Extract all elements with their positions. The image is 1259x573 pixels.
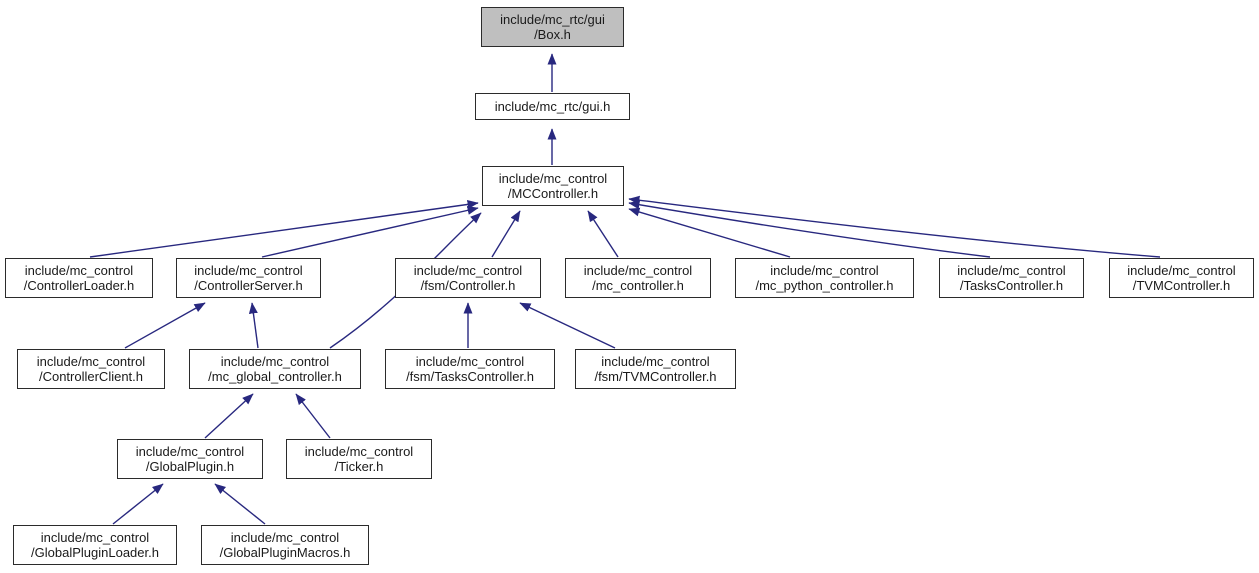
- edge-controllerserver-to-mccontroller: [261, 205, 479, 258]
- graph-node-label-line2: /ControllerLoader.h: [23, 278, 135, 293]
- edge-fsmtvm-to-fsmcontroller: [519, 302, 616, 349]
- graph-node-fsmtvmcontroller[interactable]: include/mc_control/fsm/TVMController.h: [575, 349, 736, 389]
- graph-node-controllerclient[interactable]: include/mc_control/ControllerClient.h: [17, 349, 165, 389]
- graph-node-label-line2: /fsm/TasksController.h: [406, 369, 534, 384]
- graph-node-label-line1: include/mc_control: [36, 354, 146, 369]
- edge-ticker-to-mcglobal: [295, 393, 331, 439]
- edge-globalpluginmacros-to-plugin: [214, 483, 266, 525]
- graph-node-label-line1: include/mc_rtc/gui.h: [494, 99, 611, 114]
- graph-node-label-line1: include/mc_control: [413, 263, 523, 278]
- graph-node-label-line1: include/mc_control: [230, 530, 340, 545]
- graph-node-mccontroller[interactable]: include/mc_control/MCController.h: [482, 166, 624, 206]
- graph-node-mc_python_controller[interactable]: include/mc_control/mc_python_controller.…: [735, 258, 914, 298]
- graph-node-label-line1: include/mc_control: [957, 263, 1066, 278]
- graph-node-label-line1: include/mc_control: [1127, 263, 1236, 278]
- graph-node-fsmcontroller[interactable]: include/mc_control/fsm/Controller.h: [395, 258, 541, 298]
- graph-node-label-line2: /ControllerServer.h: [194, 278, 303, 293]
- graph-node-label-line1: include/mc_control: [24, 263, 134, 278]
- graph-node-label-line2: /TasksController.h: [959, 278, 1064, 293]
- graph-node-label-line1: include/mc_control: [415, 354, 525, 369]
- graph-node-label-line1: include/mc_control: [583, 263, 693, 278]
- graph-node-label-line1: include/mc_control: [194, 263, 303, 278]
- graph-node-label-line2: /fsm/Controller.h: [420, 278, 516, 293]
- graph-node-label-line2: /GlobalPluginMacros.h: [219, 545, 351, 560]
- graph-node-taskscontroller[interactable]: include/mc_control/TasksController.h: [939, 258, 1084, 298]
- edge-globalpluginloader-to-plugin: [112, 483, 164, 525]
- graph-node-label-line1: include/mc_control: [601, 354, 710, 369]
- graph-node-label-line1: include/mc_rtc/gui: [500, 12, 605, 27]
- edge-controllerloader-to-mccontroller: [89, 200, 479, 258]
- graph-node-label-line2: /GlobalPluginLoader.h: [31, 545, 159, 560]
- graph-node-label-line1: include/mc_control: [135, 444, 245, 459]
- graph-node-globalpluginmacros[interactable]: include/mc_control/GlobalPluginMacros.h: [201, 525, 369, 565]
- graph-node-label-line2: /TVMController.h: [1132, 278, 1231, 293]
- edge-fsmcontroller-to-mccontroller: [491, 210, 521, 258]
- graph-node-ticker[interactable]: include/mc_control/Ticker.h: [286, 439, 432, 479]
- graph-node-label-line1: include/mc_control: [498, 171, 608, 186]
- edge-tasks-to-mccontroller: [628, 200, 991, 258]
- graph-node-controllerserver[interactable]: include/mc_control/ControllerServer.h: [176, 258, 321, 298]
- graph-node-label-line2: /Box.h: [534, 27, 571, 42]
- graph-node-label-line2: /ControllerClient.h: [38, 369, 144, 384]
- edge-globalplugin-to-mcglobal: [204, 393, 254, 439]
- graph-node-label-line2: /fsm/TVMController.h: [594, 369, 717, 384]
- edge-controllerclient-to-server: [124, 302, 206, 349]
- graph-node-label-line2: /mc_python_controller.h: [755, 278, 894, 293]
- graph-node-label-line1: include/mc_control: [40, 530, 150, 545]
- graph-node-label-line2: /MCController.h: [507, 186, 599, 201]
- graph-node-globalplugin[interactable]: include/mc_control/GlobalPlugin.h: [117, 439, 263, 479]
- graph-node-mc_global_controller[interactable]: include/mc_control/mc_global_controller.…: [189, 349, 361, 389]
- edge-mccontrollerh-to-mccontroller: [587, 210, 619, 258]
- graph-node-mc_controller[interactable]: include/mc_control/mc_controller.h: [565, 258, 711, 298]
- graph-node-label-line1: include/mc_control: [220, 354, 330, 369]
- graph-node-gui[interactable]: include/mc_rtc/gui.h: [475, 93, 630, 120]
- graph-node-label-line2: /Ticker.h: [334, 459, 384, 474]
- edge-mcglobal-to-controllerserver: [248, 302, 259, 349]
- edge-tvm-to-mccontroller: [628, 195, 1161, 258]
- graph-node-label-line2: /GlobalPlugin.h: [145, 459, 235, 474]
- graph-node-label-line2: /mc_controller.h: [592, 278, 684, 293]
- graph-node-label-line1: include/mc_control: [770, 263, 879, 278]
- graph-node-label-line1: include/mc_control: [304, 444, 414, 459]
- graph-node-globalpluginloader[interactable]: include/mc_control/GlobalPluginLoader.h: [13, 525, 177, 565]
- edge-mcpython-to-mccontroller: [628, 207, 791, 258]
- graph-node-controllerloader[interactable]: include/mc_control/ControllerLoader.h: [5, 258, 153, 298]
- graph-node-label-line2: /mc_global_controller.h: [208, 369, 342, 384]
- graph-node-fsmtaskscontroller[interactable]: include/mc_control/fsm/TasksController.h: [385, 349, 555, 389]
- graph-node-box[interactable]: include/mc_rtc/gui/Box.h: [481, 7, 624, 47]
- graph-node-tvmcontroller[interactable]: include/mc_control/TVMController.h: [1109, 258, 1254, 298]
